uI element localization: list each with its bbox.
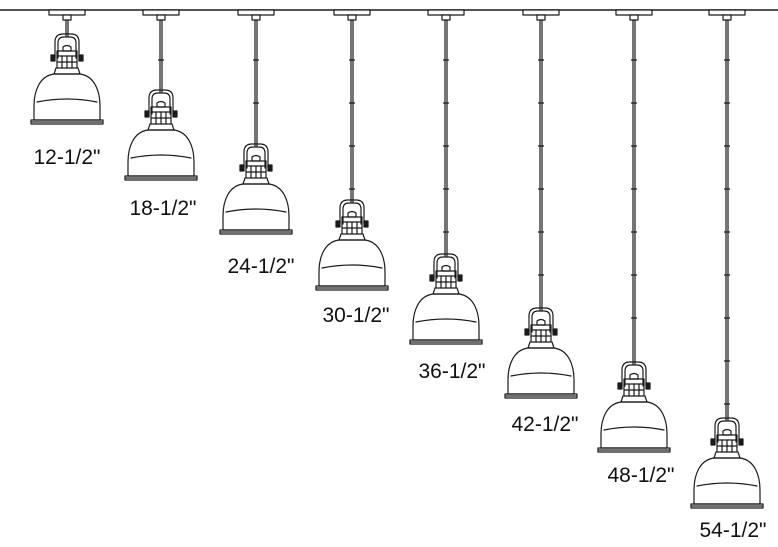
yoke-knob-left [710,438,716,446]
shade-rim [690,503,764,509]
bell-shade [600,401,668,449]
yoke-knob-left [617,382,623,390]
canopy-plate [142,9,180,16]
drop-length-label-1: 12-1/2" [33,146,101,169]
socket-cap [347,210,357,218]
drop-length-label-5: 36-1/2" [418,360,486,383]
drop-length-label-6: 42-1/2" [511,413,579,436]
shade-rim [597,447,671,453]
canopy-plate [237,9,275,16]
shade-bead [415,318,477,323]
canopy-plate [48,9,86,16]
canopy-neck [251,14,261,21]
socket-cap [62,44,72,52]
yoke-loop [433,253,459,279]
shade-bead [321,264,383,269]
canopy-neck [156,14,166,21]
bell-shade [127,129,195,177]
canopy-neck [441,14,451,21]
yoke-knob-right [78,54,84,62]
yoke-knob-left [239,164,245,172]
canopy-plate [333,9,371,16]
yoke-knob-right [363,220,369,228]
shade-bead [696,482,758,487]
canopy-plate [615,9,653,16]
shade-collar [53,67,81,75]
yoke-knob-left [524,328,530,336]
shade-collar [527,341,555,349]
pendant-light-5 [409,9,483,345]
drop-length-label-8: 54-1/2" [699,519,767,542]
shade-bead [510,372,572,377]
yoke-loop [339,199,365,225]
yoke-loop [148,89,174,115]
shade-rim [124,175,198,181]
canopy-neck [347,14,357,21]
shade-bead [225,208,287,213]
shade-rim [315,285,389,291]
shade-collar [147,123,175,131]
pendant-light-6 [504,9,578,399]
yoke-knob-left [50,54,56,62]
pendant-light-7 [597,9,671,453]
shade-rim [409,339,483,345]
pendant-light-3 [219,9,293,235]
bell-shade [693,457,761,505]
pendant-light-2 [124,9,198,181]
drop-length-label-7: 48-1/2" [607,464,675,487]
shade-rim [504,393,578,399]
drop-length-label-2: 18-1/2" [129,197,197,220]
shade-collar [338,233,366,241]
socket-cap [441,264,451,272]
canopy-plate [522,9,560,16]
shade-collar [713,451,741,459]
bell-shade [412,293,480,341]
bell-shade [507,347,575,395]
socket-cap [251,154,261,162]
yoke-knob-left [144,110,150,118]
shade-collar [242,177,270,185]
drop-length-label-4: 30-1/2" [322,304,390,327]
bell-shade [222,183,290,231]
shade-bead [130,154,192,159]
drop-length-label-3: 24-1/2" [227,255,295,278]
shade-rim [219,229,293,235]
canopy-plate [427,9,465,16]
yoke-loop [714,417,740,443]
bell-shade [318,239,386,287]
shade-bead [603,426,665,431]
yoke-knob-right [172,110,178,118]
shade-rim [30,119,104,125]
yoke-knob-right [552,328,558,336]
yoke-loop [243,143,269,169]
canopy-neck [629,14,639,21]
canopy-neck [536,14,546,21]
socket-cap [536,318,546,326]
yoke-knob-right [457,274,463,282]
pendant-light-4 [315,9,389,291]
socket-cap [722,428,732,436]
socket-cap [156,100,166,108]
canopy-plate [708,9,746,16]
shade-collar [620,395,648,403]
yoke-knob-right [738,438,744,446]
bell-shade [33,73,101,121]
yoke-knob-left [429,274,435,282]
shade-collar [432,287,460,295]
pendant-light-1 [30,9,104,125]
yoke-loop [621,361,647,387]
pendant-light-8 [690,9,764,509]
shade-bead [36,98,98,103]
canopy-neck [722,14,732,21]
canopy-neck [62,14,72,21]
socket-cap [629,372,639,380]
yoke-knob-right [267,164,273,172]
yoke-loop [528,307,554,333]
yoke-knob-left [335,220,341,228]
yoke-loop [54,33,80,59]
yoke-knob-right [645,382,651,390]
